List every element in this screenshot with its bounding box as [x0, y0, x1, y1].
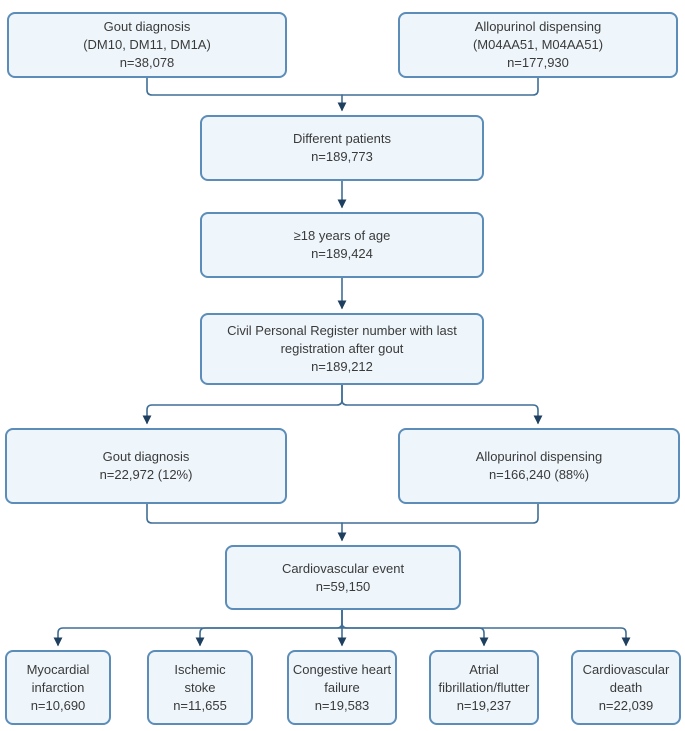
node-text-line: n=22,039: [598, 697, 654, 713]
node-allopurinol-source: Allopurinol dispensing (M04AA51, M04AA51…: [398, 12, 678, 78]
node-text-line: death: [609, 679, 643, 695]
node-different-patients: Different patients n=189,773: [200, 115, 484, 181]
node-text-line: n=189,212: [311, 359, 373, 374]
node-text-line: ≥18 years of age: [293, 228, 391, 243]
node-text-line: fibrillation/flutter: [438, 679, 530, 695]
node-atrial-fibrillation: Atrial fibrillation/flutter n=19,237: [429, 650, 539, 725]
node-gout-source: Gout diagnosis (DM10, DM11, DM1A) n=38,0…: [7, 12, 287, 78]
node-text-line: Different patients: [292, 131, 392, 146]
node-text-line: Gout diagnosis: [102, 449, 190, 464]
node-text-line: Cardiovascular event: [281, 560, 405, 576]
node-gout-group: Gout diagnosis n=22,972 (12%): [5, 428, 287, 504]
connector-allopurinol-group-merge: [341, 503, 539, 524]
node-text-line: n=38,078: [119, 55, 175, 70]
node-text-line: (M04AA51, M04AA51): [472, 37, 604, 52]
node-text-line: Civil Personal Register number with last: [227, 323, 457, 338]
node-text-line: n=19,237: [456, 697, 512, 713]
node-text-line: failure: [324, 679, 360, 695]
connector-cv-to-ischemic: [195, 627, 343, 647]
node-text-line: n=59,150: [315, 578, 371, 594]
node-text-line: n=10,690: [30, 697, 86, 713]
node-text-line: n=11,655: [173, 697, 227, 713]
connector-cpr-to-gout-group: [142, 384, 343, 425]
node-text-line: n=189,773: [311, 149, 373, 164]
node-myocardial-infarction: Myocardial infarction n=10,690: [5, 650, 111, 725]
node-text-line: n=166,240 (88%): [488, 467, 590, 482]
node-cardiovascular-event: Cardiovascular event n=59,150: [225, 545, 461, 610]
node-text-line: Myocardial: [26, 661, 90, 677]
node-cpr-filter: Civil Personal Register number with last…: [200, 313, 484, 385]
connector-cv-to-death: [341, 609, 631, 647]
node-text-line: Atrial: [469, 661, 499, 677]
node-age-filter: ≥18 years of age n=189,424: [200, 212, 484, 278]
node-text-line: Cardiovascular: [582, 661, 670, 677]
connector-allopurinol-source-merge: [341, 77, 539, 96]
node-text-line: registration after gout: [280, 341, 404, 356]
node-text-line: (DM10, DM11, DM1A): [83, 37, 211, 52]
node-text-line: n=19,583: [314, 697, 370, 713]
connector-gout-source-merge: [146, 77, 343, 96]
node-text-line: Gout diagnosis: [103, 19, 191, 34]
node-text-line: n=177,930: [507, 55, 569, 70]
node-text-line: Allopurinol dispensing: [474, 19, 602, 34]
node-text-line: n=22,972 (12%): [99, 467, 193, 482]
connector-gout-group-merge: [146, 503, 343, 524]
node-allopurinol-group: Allopurinol dispensing n=166,240 (88%): [398, 428, 680, 504]
node-text-line: Congestive heart: [292, 661, 392, 677]
node-text-line: Ischemic: [174, 661, 226, 677]
node-text-line: stoke: [184, 679, 216, 695]
node-text-line: n=189,424: [311, 246, 373, 261]
node-cardiovascular-death: Cardiovascular death n=22,039: [571, 650, 681, 725]
node-text-line: infarction: [31, 679, 85, 695]
node-congestive-heart-failure: Congestive heart failure n=19,583: [287, 650, 397, 725]
connector-cpr-to-allopurinol-group: [341, 384, 543, 425]
connector-cv-to-atrial: [341, 627, 489, 647]
node-text-line: Allopurinol dispensing: [475, 449, 603, 464]
node-ischemic-stroke: Ischemic stoke n=11,655: [147, 650, 253, 725]
